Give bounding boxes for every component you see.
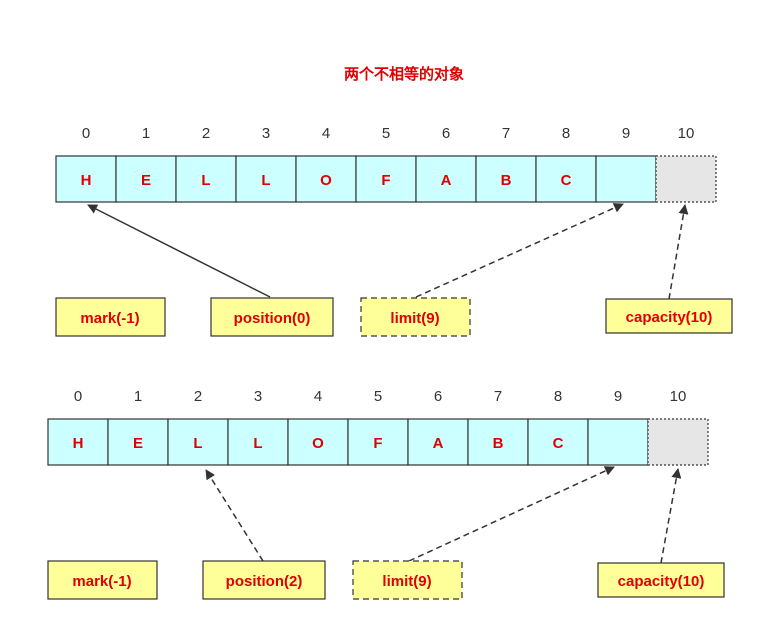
buffer-cell xyxy=(115,155,177,203)
index-label: 8 xyxy=(562,125,570,142)
buffer-cell xyxy=(347,418,409,466)
cell-value: F xyxy=(381,172,390,189)
buffer-cell xyxy=(407,418,469,466)
cell-value: F xyxy=(373,435,382,452)
limit-arrow xyxy=(415,203,624,298)
index-label: 10 xyxy=(670,388,687,405)
index-label: 0 xyxy=(82,125,90,142)
position-label: position(2) xyxy=(226,573,303,590)
pointer-labels: mark(-1) position(0) limit(9) capacity(1… xyxy=(55,297,733,337)
mark-label: mark(-1) xyxy=(80,310,139,327)
index-label: 9 xyxy=(614,388,622,405)
buffer-cell xyxy=(295,155,357,203)
capacity-cell xyxy=(647,418,709,466)
capacity-box xyxy=(605,298,733,334)
cell-value: E xyxy=(141,172,151,189)
cell-value: L xyxy=(253,435,262,452)
index-label: 1 xyxy=(134,388,142,405)
index-label: 6 xyxy=(434,388,442,405)
position-box xyxy=(210,297,334,337)
capacity-label: capacity(10) xyxy=(626,309,713,326)
index-label: 5 xyxy=(382,125,390,142)
cell-value: C xyxy=(553,435,564,452)
capacity-label: capacity(10) xyxy=(618,573,705,590)
mark-box xyxy=(47,560,158,600)
cell-value: E xyxy=(133,435,143,452)
cell-value: L xyxy=(201,172,210,189)
capacity-box xyxy=(597,562,725,598)
capacity-arrow xyxy=(660,468,682,564)
limit-label: limit(9) xyxy=(390,310,439,327)
pointer-arrows xyxy=(205,466,682,564)
cell-value: A xyxy=(441,172,452,189)
cell-value: O xyxy=(320,172,332,189)
cell-value: B xyxy=(493,435,504,452)
pointer-labels: mark(-1) position(2) limit(9) capacity(1… xyxy=(47,560,725,600)
index-label: 7 xyxy=(502,125,510,142)
index-label: 3 xyxy=(254,388,262,405)
cell-value: H xyxy=(73,435,84,452)
position-arrow xyxy=(87,204,271,298)
index-label: 8 xyxy=(554,388,562,405)
buffer-cell xyxy=(587,418,649,466)
index-label: 2 xyxy=(194,388,202,405)
index-label: 7 xyxy=(494,388,502,405)
buffer-cell xyxy=(595,155,657,203)
index-label: 4 xyxy=(322,125,330,142)
limit-arrow xyxy=(408,466,615,562)
diagram-title: 两个不相等的对象 xyxy=(344,65,464,83)
cell-value: B xyxy=(501,172,512,189)
index-label: 4 xyxy=(314,388,322,405)
buffer-1: 0 1 2 3 4 5 6 7 8 9 10 H E L xyxy=(55,125,733,337)
index-label: 0 xyxy=(74,388,82,405)
buffer-cells: H E L L O F A B C xyxy=(47,418,709,466)
index-label: 6 xyxy=(442,125,450,142)
capacity-arrow xyxy=(668,204,689,300)
buffer-cell xyxy=(415,155,477,203)
index-row: 0 1 2 3 4 5 6 7 8 9 10 xyxy=(74,388,687,405)
index-row: 0 1 2 3 4 5 6 7 8 9 10 xyxy=(82,125,695,142)
cell-value: L xyxy=(193,435,202,452)
buffer-cell xyxy=(55,155,117,203)
index-label: 1 xyxy=(142,125,150,142)
buffer-cell xyxy=(355,155,417,203)
limit-box xyxy=(360,297,471,337)
position-box xyxy=(202,560,326,600)
index-label: 10 xyxy=(678,125,695,142)
limit-label: limit(9) xyxy=(382,573,431,590)
pointer-arrows xyxy=(87,203,689,300)
buffer-cell xyxy=(47,418,109,466)
buffer-cell xyxy=(467,418,529,466)
mark-label: mark(-1) xyxy=(72,573,131,590)
buffer-cell xyxy=(535,155,597,203)
cell-value: C xyxy=(561,172,572,189)
buffer-cells: H E L L O F A B C xyxy=(55,155,717,203)
cell-value: H xyxy=(81,172,92,189)
buffer-2: 0 1 2 3 4 5 6 7 8 9 10 H E L xyxy=(47,388,725,600)
index-label: 9 xyxy=(622,125,630,142)
position-label: position(0) xyxy=(234,310,311,327)
cell-value: A xyxy=(433,435,444,452)
position-arrow xyxy=(205,469,264,562)
cell-value: L xyxy=(261,172,270,189)
index-label: 3 xyxy=(262,125,270,142)
mark-box xyxy=(55,297,166,337)
index-label: 2 xyxy=(202,125,210,142)
cell-value: O xyxy=(312,435,324,452)
buffer-cell xyxy=(107,418,169,466)
limit-box xyxy=(352,560,463,600)
index-label: 5 xyxy=(374,388,382,405)
capacity-cell xyxy=(655,155,717,203)
buffer-cell xyxy=(175,155,237,203)
buffer-cell xyxy=(527,418,589,466)
buffer-cell xyxy=(475,155,537,203)
